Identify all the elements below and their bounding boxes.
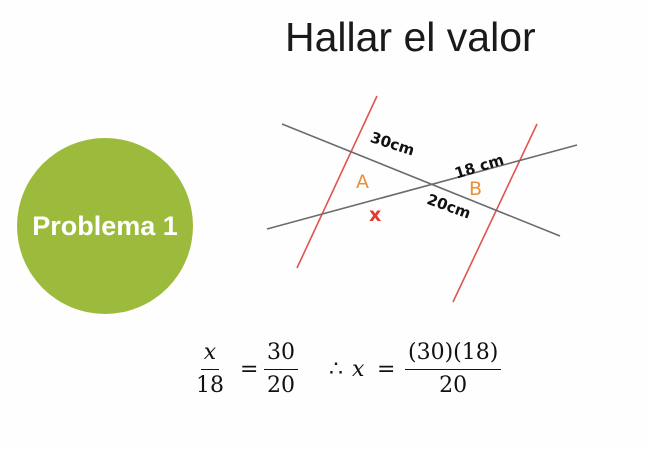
therefore-symbol: ∴ [329, 357, 343, 382]
parallel-line-left [296, 95, 378, 269]
variable-x: x [352, 357, 365, 382]
problem-badge: Problema 1 [17, 138, 193, 314]
fraction-30-over-20: 30 20 [264, 340, 298, 399]
segment-label-20cm: 20cm [424, 190, 473, 222]
fraction-1-numerator: x [200, 340, 220, 370]
parallel-line-right [452, 123, 538, 303]
segment-label-30cm: 30cm [368, 128, 417, 159]
unknown-x-mark: x [369, 204, 381, 226]
point-label-b: B [469, 178, 482, 200]
fraction-3-numerator: (30)(18) [405, 340, 502, 370]
fraction-2-denominator: 20 [267, 373, 295, 398]
fraction-x-over-18: x 18 [196, 340, 224, 399]
transversal-line-1 [281, 123, 561, 237]
fraction-2-numerator: 30 [264, 340, 298, 370]
point-label-a: A [356, 171, 369, 193]
fraction-3-denominator: 20 [439, 373, 468, 398]
fraction-product-over-20: (30)(18) 20 [405, 340, 502, 399]
fraction-1-denominator: 18 [196, 373, 224, 398]
equals-sign-2: = [377, 357, 396, 382]
transversal-line-2 [266, 144, 578, 230]
equals-sign-1: = [240, 357, 259, 382]
problem-badge-label: Problema 1 [32, 210, 178, 241]
page-title: Hallar el valor [285, 14, 536, 60]
